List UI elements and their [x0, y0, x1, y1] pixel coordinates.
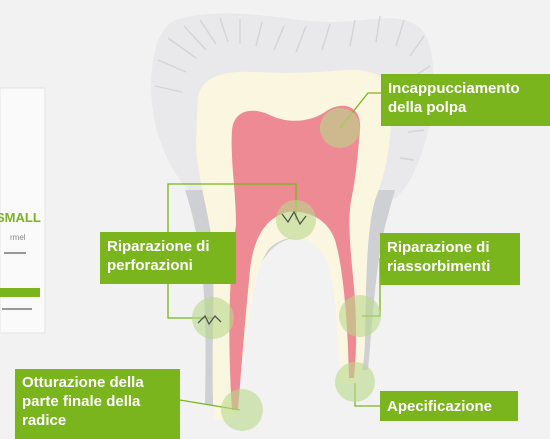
label-otturazione-line1: Otturazione della	[22, 373, 173, 392]
label-riassorbimenti: Riparazione di riassorbimenti	[380, 233, 520, 285]
label-otturazione-line3: radice	[22, 411, 173, 430]
product-brand-text: SMALL	[0, 210, 41, 225]
label-apicificazione-line1: Apecificazione	[387, 397, 511, 416]
label-otturazione: Otturazione della parte finale della rad…	[15, 369, 180, 439]
label-riassorbimenti-line1: Riparazione di	[387, 238, 513, 257]
label-incappucciamento: Incappucciamento della polpa	[381, 74, 550, 126]
label-otturazione-line2: parte finale della	[22, 392, 173, 411]
label-perforazioni-line2: perforazioni	[107, 256, 229, 275]
label-incappucciamento-line2: della polpa	[388, 98, 543, 117]
label-incappucciamento-line1: Incappucciamento	[388, 79, 543, 98]
label-perforazioni-line1: Riparazione di	[107, 237, 229, 256]
product-small-text: rmel	[10, 233, 26, 242]
label-apicificazione: Apecificazione	[380, 391, 518, 421]
product-box: SMALL rmel	[0, 88, 45, 333]
label-perforazioni: Riparazione di perforazioni	[100, 232, 236, 284]
label-riassorbimenti-line2: riassorbimenti	[387, 257, 513, 276]
